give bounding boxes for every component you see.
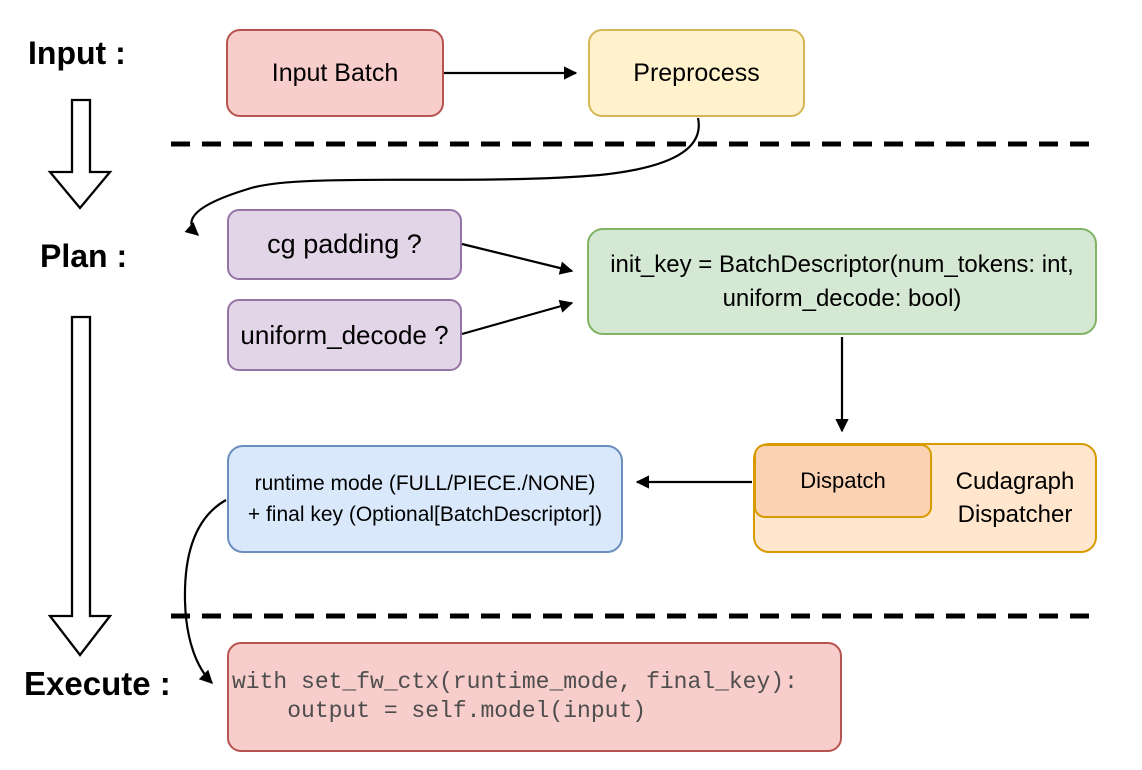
preprocess-label: Preprocess xyxy=(633,58,760,87)
execute-code-line2: output = self.model(input) xyxy=(232,698,647,724)
dispatch-label: Dispatch xyxy=(800,468,886,493)
connector-uniformdecode-initkey xyxy=(461,299,574,336)
plan-section-label: Plan : xyxy=(40,238,128,274)
flow-arrow-plan-execute xyxy=(47,315,113,657)
runtime-key-line2: + final key (Optional[BatchDescriptor]) xyxy=(247,503,603,526)
cudagraph-dispatcher-label: Cudagraph Dispatcher xyxy=(933,443,1097,553)
connector-cgpadding-initkey xyxy=(461,242,574,275)
connector-runtimekey-executecode xyxy=(183,499,227,684)
runtime-key-line1: runtime mode (FULL/PIECE./NONE) xyxy=(254,472,596,495)
flow-arrow-input-plan xyxy=(47,98,113,210)
execute-section-label: Execute : xyxy=(24,665,171,702)
cudagraph-line2: Dispatcher xyxy=(957,501,1073,528)
uniform-decode-label: uniform_decode ? xyxy=(240,319,449,350)
preprocess-node: Preprocess xyxy=(588,29,805,117)
init-key-line1: init_key = BatchDescriptor(num_tokens: i… xyxy=(610,250,1074,278)
init-key-line2: uniform_decode: bool) xyxy=(722,284,962,312)
init-key-node: init_key = BatchDescriptor(num_tokens: i… xyxy=(587,228,1097,335)
cg-padding-label: cg padding ? xyxy=(267,229,422,259)
runtime-key-node: runtime mode (FULL/PIECE./NONE) + final … xyxy=(227,445,623,553)
input-batch-label: Input Batch xyxy=(271,58,399,87)
execute-code-node: with set_fw_ctx(runtime_mode, final_key)… xyxy=(227,642,842,752)
execute-code-line1: with set_fw_ctx(runtime_mode, final_key)… xyxy=(232,668,798,695)
input-section-label: Input : xyxy=(28,35,126,71)
uniform-decode-node: uniform_decode ? xyxy=(227,299,462,371)
dispatch-node: Dispatch xyxy=(754,444,932,518)
cg-padding-node: cg padding ? xyxy=(227,209,462,280)
cudagraph-line1: Cudagraph xyxy=(955,468,1075,495)
input-batch-node: Input Batch xyxy=(226,29,444,117)
